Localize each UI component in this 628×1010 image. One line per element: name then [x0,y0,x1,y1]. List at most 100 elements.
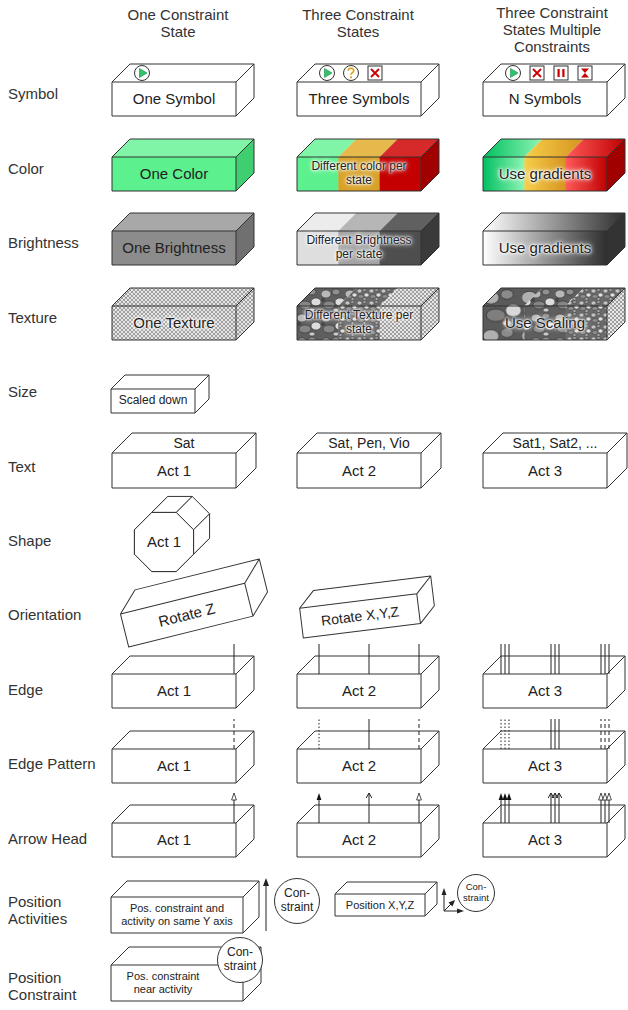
text-area: Use gradients [483,231,607,265]
edge-mark [509,719,510,749]
edge-mark [319,644,320,674]
box-shape [297,656,439,708]
node-text: Act 1 [157,757,191,774]
edge-mark [509,644,510,674]
box-faces [112,213,254,265]
activity-box: Act 1Sat [112,433,256,488]
edge-mark [601,799,602,823]
text-area: Scaled down [111,389,195,413]
box-outline [297,139,439,191]
text-area: One Color [112,157,236,191]
edge-mark [555,719,556,749]
box-faces [112,64,254,116]
text-area: Use Scaling [483,306,607,340]
box-shape [116,559,273,647]
prism-front [134,512,193,571]
box-faces [297,64,439,116]
box-top [297,433,441,453]
symbol-frame [578,66,592,80]
activity-prism: Act 1 [130,494,214,574]
box-front [112,306,236,340]
symbol-ring [506,66,521,81]
node-text: Different Brightness per state [301,234,417,262]
edge-mark [509,799,510,823]
play-symbol [320,66,335,81]
box-top [483,656,625,674]
box-outline [297,656,439,708]
box-faces [483,139,625,191]
edge-mark [551,644,552,674]
node-text: Rotate X,Y,Z [320,603,400,629]
box-faces [297,213,439,265]
activity-box: Pos. constraint and activity on same Y a… [111,881,259,933]
filled-arrow-head [503,793,508,800]
edge-mark [419,799,420,823]
x-symbol [530,66,544,80]
text-area: N Symbols [483,82,607,116]
box-outline [112,288,254,340]
box-outline [112,139,254,191]
edge-mark [605,644,606,674]
box-front [297,674,421,708]
box-shape [112,213,254,265]
box-outline [297,288,439,340]
edge-mark [234,719,235,749]
box-outline [112,731,254,783]
edge-mark [605,719,606,749]
node-text: Sat, Pen, Vio [328,435,409,451]
box-top [483,805,625,823]
text-area: Con- straint [274,878,320,924]
node-text: Act 1 [147,533,181,550]
node-text: Act 3 [528,682,562,699]
edge-mark [601,644,602,674]
node-text: N Symbols [509,90,582,107]
node-text: One Color [140,165,208,182]
activity-box: Act 3Sat1, Sat2, ... [483,433,627,488]
box-faces [483,64,625,116]
activity-box: One Color [112,139,254,191]
box-faces [112,719,254,783]
activity-box: Three Symbols [297,64,439,116]
activity-box: Rotate Z [116,559,273,647]
box-outline [298,576,437,638]
box-outline [297,64,439,116]
activity-box: Act 2 Sat, Pen, Vio [297,433,441,488]
filled-arrow-head [499,793,504,800]
box-outline [112,64,254,116]
q-symbol [344,66,359,81]
box-shape [112,731,254,783]
box-front [112,674,236,708]
symbol-ring [344,66,359,81]
box-shape [483,139,625,191]
node-text: Rotate Z [157,600,217,631]
edge-mark [609,644,610,674]
text-area: Act 2 [297,453,421,488]
text-area: Act 1 [112,823,236,857]
node-text: One Symbol [133,90,216,107]
edge-mark [319,719,320,749]
activity-box: Different color per state [297,139,439,191]
cross-mark [533,69,541,77]
edge-mark [601,719,602,749]
box-outline [116,559,273,647]
box-top [483,64,625,82]
box-outline [297,213,439,265]
box-faces [111,375,209,413]
activity-box: Use gradients [483,213,625,265]
box-shape [297,64,439,116]
box-outline [483,139,625,191]
edge-mark [551,719,552,749]
activity-box: N Symbols [483,64,625,116]
node-text: Different Texture per state [301,309,417,337]
activity-box: Scaled down [111,375,209,413]
text-area: Act 3 [483,453,607,488]
node-text: Con- straint [218,946,262,974]
box-outline [483,433,627,488]
edge-mark [555,793,556,823]
box-outline [297,433,441,488]
text-area: Act 2 [297,674,421,708]
box-shape [112,139,254,191]
edge-mark [609,719,610,749]
filled-arrow-head [507,793,512,800]
